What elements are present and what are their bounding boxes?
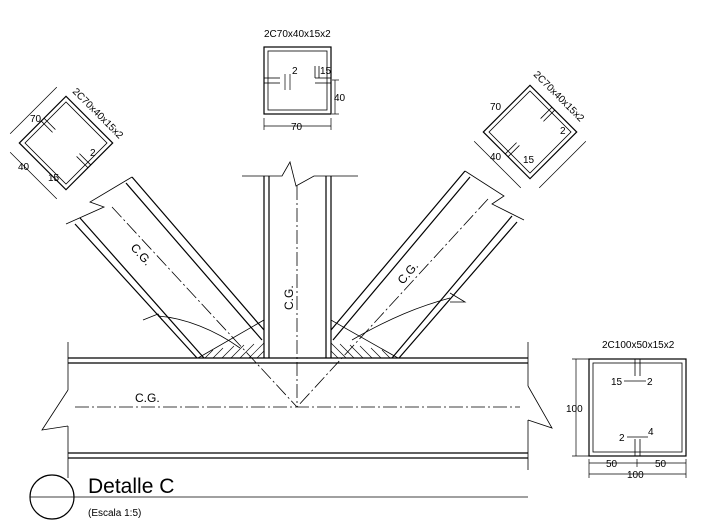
section-chord-width: 100 [627,470,644,481]
weld-symbol-left [142,313,241,349]
section-right-thickness: 2 [560,126,566,137]
section-top-lip: 15 [320,66,332,77]
section-right [473,84,587,189]
weld-left [196,319,265,359]
bottom-chord [41,342,553,478]
section-chord-half-right: 50 [655,459,667,470]
section-left-thickness: 2 [90,148,96,159]
section-chord-gap: 4 [648,427,654,438]
section-chord-thickness-top: 2 [647,377,653,388]
section-top-name: 2C70x40x15x2 [264,29,331,40]
section-left-lip: 15 [48,173,60,184]
section-left [9,86,114,200]
section-right-height: 40 [490,152,502,163]
section-chord-half-left: 50 [606,459,618,470]
left-diagonal-axis [111,206,298,408]
cg-label-right: C.G. [395,259,422,287]
section-chord-height: 100 [566,404,583,415]
section-top-height: 40 [334,93,346,104]
detail-scale: (Escala 1:5) [88,508,141,519]
cg-label-vertical: C.G. [282,285,296,310]
section-left-width: 70 [30,114,42,125]
weld-symbol-right [351,292,467,341]
cg-label-chord: C.G. [135,391,160,405]
vertical-member [242,160,358,405]
section-right-name: 2C70x40x15x2 [531,69,586,124]
section-left-height: 40 [18,162,30,173]
section-chord-thickness-bottom: 2 [619,433,625,444]
left-diagonal-member [65,176,298,408]
section-right-width: 70 [490,102,502,113]
detail-title-block: Detalle C (Escala 1:5) [29,474,528,520]
section-right-lip: 15 [523,155,535,166]
section-top-width: 70 [291,122,303,133]
section-chord-name: 2C100x50x15x2 [602,340,675,351]
cg-label-left: C.G. [128,241,155,269]
section-top-thickness: 2 [292,66,298,77]
section-top: 2C70x40x15x2 2 15 40 70 [263,29,346,133]
weld-right [330,319,400,359]
right-diagonal-axis [296,198,489,408]
section-chord-lip: 15 [611,377,623,388]
right-diagonal-member [296,170,525,408]
detail-title: Detalle C [88,475,174,498]
section-chord: 2C100x50x15x2 15 2 2 4 100 50 50 100 [566,340,687,481]
